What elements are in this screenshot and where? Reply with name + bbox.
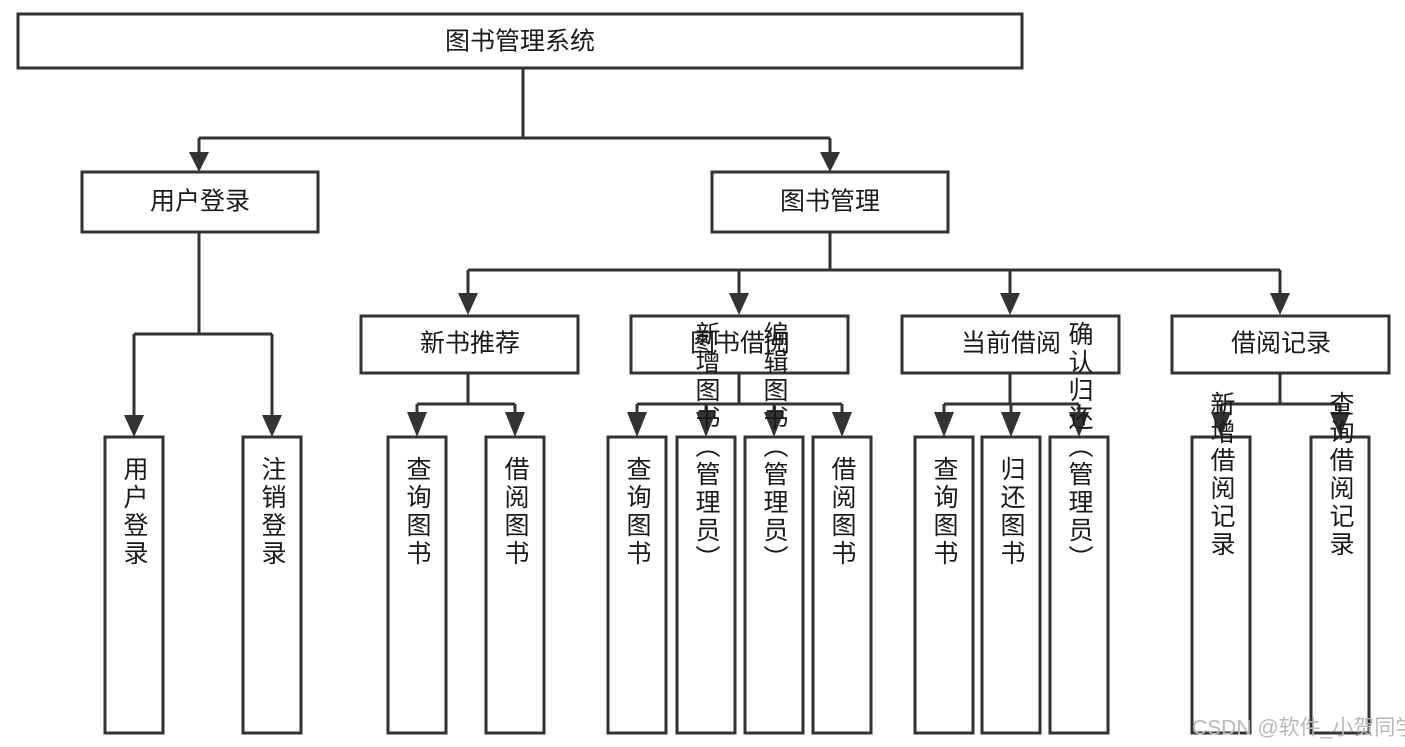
node-leaf-edit-book[interactable]: 编辑图书（管理员） [743,321,805,735]
node-leaf-query-record-box[interactable] [1309,435,1371,735]
arrow-head-book-manage [820,152,840,172]
node-leaf-add-record[interactable]: 新增借阅记录 [1190,391,1252,735]
node-leaf-query-book-1-box[interactable] [386,435,448,735]
node-leaf-user-login[interactable]: 用户登录 [103,435,165,735]
arrow-head-borrow-record [1270,293,1290,315]
node-book-borrow-box[interactable] [629,314,850,375]
node-leaf-query-book-2[interactable]: 查询图书 [606,435,668,735]
arrow-head-current-borrow [1000,293,1020,315]
node-leaf-confirm-return-box[interactable] [1048,435,1110,735]
node-book-borrow[interactable]: 图书借阅 [629,314,850,375]
node-leaf-edit-book-box[interactable] [743,435,805,735]
arrow-head-book-borrow [729,293,749,315]
node-leaf-query-book-1-label: 查询图书 [403,456,432,568]
edge-userlogin-to-leaves [124,232,282,437]
node-borrow-record-label: 借阅记录 [1231,330,1331,358]
arrow-head-leaf-borrow-book-2 [832,412,852,437]
node-leaf-return-book[interactable]: 归还图书 [980,435,1042,735]
node-leaf-borrow-book-2[interactable]: 借阅图书 [811,435,873,735]
node-new-book-rec-label: 新书推荐 [420,330,520,358]
node-user-login[interactable]: 用户登录 [80,170,320,234]
node-leaf-borrow-book-2-label: 借阅图书 [828,456,857,568]
node-new-book-rec[interactable]: 新书推荐 [359,314,580,375]
node-leaf-query-book-3[interactable]: 查询图书 [913,435,975,735]
node-book-manage-label: 图书管理 [780,188,880,216]
arrow-head-new-book-rec [458,293,478,315]
node-leaf-return-book-label: 归还图书 [997,456,1026,568]
node-current-borrow-label: 当前借阅 [961,330,1061,358]
node-book-manage[interactable]: 图书管理 [710,170,950,234]
node-leaf-query-book-2-label: 查询图书 [623,456,652,568]
arrow-head-user-login [189,152,209,172]
edge-bookborrow-to-leaves [627,373,852,437]
node-leaf-logout[interactable]: 注销登录 [241,435,303,735]
node-borrow-record[interactable]: 借阅记录 [1170,314,1391,375]
node-leaf-borrow-book-2-box[interactable] [811,435,873,735]
node-leaf-add-book[interactable]: 新增图书（管理员） [675,321,737,735]
edge-newbookrec-to-leaves [407,373,525,437]
node-user-login-box[interactable] [80,170,320,234]
arrow-head-leaf-query-record [1330,412,1350,437]
edge-borrowrecord-to-leaves [1211,373,1350,437]
node-leaf-query-record[interactable]: 查询借阅记录 [1309,391,1371,735]
node-leaf-add-record-box[interactable] [1190,435,1252,735]
node-leaf-borrow-book-1-box[interactable] [484,435,546,735]
node-leaf-query-book-3-label: 查询图书 [930,456,959,568]
node-borrow-record-box[interactable] [1170,314,1391,375]
node-leaf-query-record-label: 查询借阅记录 [1326,391,1355,559]
node-leaf-query-book-2-box[interactable] [606,435,668,735]
node-leaf-edit-book-label: 编辑图书（管理员） [760,321,789,573]
node-current-borrow[interactable]: 当前借阅 [900,314,1121,375]
node-leaf-borrow-book-1-label: 借阅图书 [501,456,530,568]
node-leaf-user-login-box[interactable] [103,435,165,735]
node-leaf-logout-box[interactable] [241,435,303,735]
node-leaf-logout-label: 注销登录 [258,456,287,568]
node-leaf-add-book-label: 新增图书（管理员） [692,321,721,573]
node-leaf-add-book-box[interactable] [675,435,737,735]
node-root[interactable]: 图书管理系统 [16,12,1024,70]
node-new-book-rec-box[interactable] [359,314,580,375]
arrow-head-leaf-user-login [124,415,144,437]
arrow-head-leaf-return-book [1001,412,1021,437]
node-book-manage-box[interactable] [710,170,950,234]
arrow-head-leaf-query-book-1 [407,412,427,437]
arrow-head-leaf-edit-book [764,412,784,437]
arrow-head-leaf-query-book-3 [934,412,954,437]
arrow-head-leaf-confirm-return [1069,412,1089,437]
arrow-head-leaf-add-record [1211,412,1231,437]
node-current-borrow-box[interactable] [900,314,1121,375]
node-user-login-label: 用户登录 [150,188,250,216]
edge-root-to-level2 [189,68,840,172]
node-root-box[interactable] [16,12,1024,70]
csdn-watermark: CSDN @软件_小贺同学 [1192,717,1405,740]
node-root-label: 图书管理系统 [445,28,595,56]
node-leaf-return-book-box[interactable] [980,435,1042,735]
node-leaf-query-book-3-box[interactable] [913,435,975,735]
node-leaf-add-record-label: 新增借阅记录 [1207,391,1236,559]
node-leaf-user-login-label: 用户登录 [120,456,149,568]
edge-bookmanage-to-level3 [458,232,1290,315]
node-leaf-borrow-book-1[interactable]: 借阅图书 [484,435,546,735]
edge-currentborrow-to-leaves [934,373,1089,437]
arrow-head-leaf-query-book-2 [627,412,647,437]
node-leaf-confirm-return-label: 确认归还（管理员） [1065,321,1094,573]
arrow-head-leaf-add-book [696,412,716,437]
node-leaf-query-book-1[interactable]: 查询图书 [386,435,448,735]
node-book-borrow-label: 图书借阅 [690,330,790,358]
arrow-head-leaf-borrow-book-1 [505,412,525,437]
node-leaf-confirm-return[interactable]: 确认归还（管理员） [1048,321,1110,735]
arrow-head-leaf-logout [262,415,282,437]
